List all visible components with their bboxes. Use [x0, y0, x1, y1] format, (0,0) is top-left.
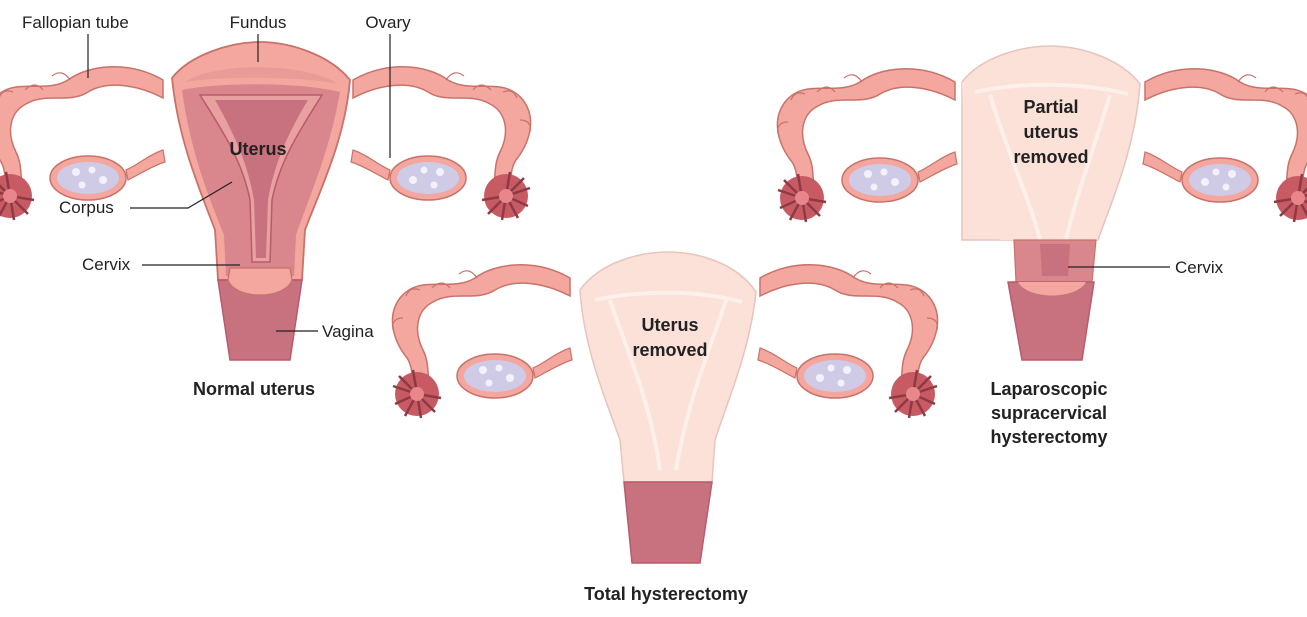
removed-uterus	[579, 251, 757, 483]
right-adnexa	[349, 65, 532, 222]
uterus-label: Uterus	[229, 139, 286, 159]
fundus-label: Fundus	[230, 13, 287, 32]
total-hysterectomy-illustration	[391, 251, 939, 564]
caption-lsh-line-3: hysterectomy	[990, 427, 1107, 447]
vagina-shape	[623, 481, 713, 564]
caption-normal-uterus: Normal uterus	[193, 379, 315, 399]
left-adnexa	[776, 67, 959, 224]
partial-inner-line-2: uterus	[1023, 122, 1078, 142]
ovary-label: Ovary	[365, 13, 411, 32]
caption-lsh-line-2: supracervical	[991, 403, 1107, 423]
supracervical-illustration	[776, 45, 1307, 361]
total-inner-line-2: removed	[632, 340, 707, 360]
cervix-right-label: Cervix	[1175, 258, 1224, 277]
removed-uterus-outline	[594, 290, 743, 471]
cervix-shape	[227, 267, 293, 296]
total-inner-line-1: Uterus	[641, 315, 698, 335]
leader-lines	[87, 34, 1170, 332]
right-adnexa	[1141, 67, 1307, 224]
left-adnexa	[391, 263, 574, 420]
corpus-label: Corpus	[59, 198, 114, 217]
fundus-region	[185, 67, 338, 84]
cervix-label: Cervix	[82, 255, 131, 274]
caption-lsh-line-1: Laparoscopic	[990, 379, 1107, 399]
caption-total-hysterectomy: Total hysterectomy	[584, 584, 748, 604]
vagina-label: Vagina	[322, 322, 374, 341]
partial-inner-line-3: removed	[1013, 147, 1088, 167]
right-adnexa	[756, 263, 939, 420]
endometrium	[215, 100, 308, 258]
fallopian-tube-label: Fallopian tube	[22, 13, 129, 32]
partial-inner-line-1: Partial	[1023, 97, 1078, 117]
normal-uterus-illustration	[0, 41, 532, 361]
